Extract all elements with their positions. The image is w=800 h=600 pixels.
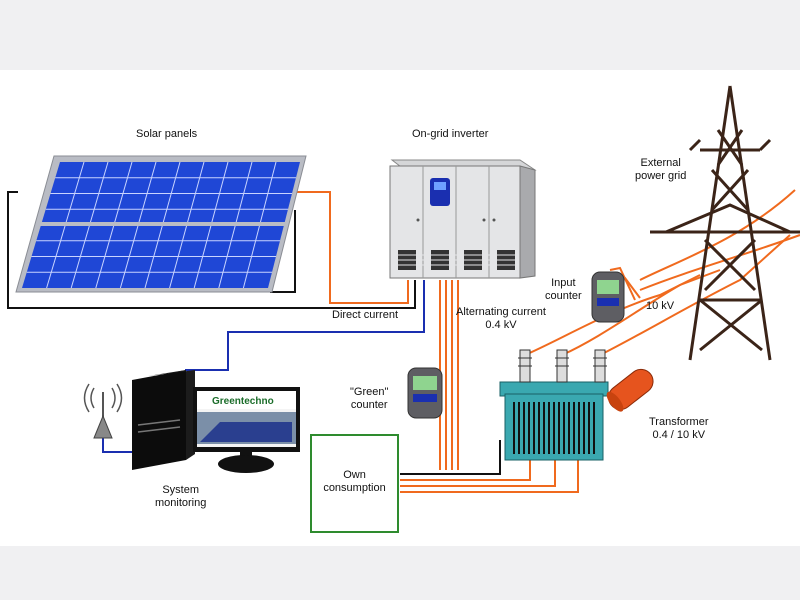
external-grid-line1: External [640, 157, 681, 169]
hv-line-1 [524, 274, 701, 365]
monitoring-data-wire [185, 280, 425, 371]
pc-tower-side [148, 370, 195, 460]
panel-return-wire [270, 210, 296, 293]
transformer [499, 349, 654, 461]
input-counter-line1: Input [551, 277, 576, 289]
antenna-base [93, 414, 113, 439]
bushing-rings [518, 357, 607, 367]
counter-line-1 [609, 266, 636, 301]
tower-bracing [699, 129, 763, 352]
system-monitoring-label: System monitoring [155, 484, 206, 510]
alternating-current-line1: Alternating current [456, 306, 546, 318]
panel-ground-wire [7, 191, 416, 309]
grid-line-b [639, 234, 800, 291]
inverter-handle-3 [492, 218, 496, 222]
vent-slats [398, 254, 515, 266]
pc-tower [132, 370, 195, 470]
input-counter-line2: counter [545, 290, 582, 302]
hv-line-2 [561, 269, 721, 365]
pc-drive-slot-2 [137, 426, 181, 433]
solar-panels [15, 155, 307, 293]
conservator-end [606, 391, 624, 412]
input-counter [591, 271, 625, 323]
pc-drive-slot-1 [137, 419, 181, 426]
direct-current-label: Direct current [332, 309, 399, 321]
inverter-label: On-grid inverter [412, 128, 489, 140]
solar-panels-label: Solar panels [136, 128, 198, 140]
green-counter-line1: "Green" [350, 386, 389, 398]
green-counter-screen [413, 376, 437, 390]
inverter-side [519, 165, 536, 279]
diagram-stage: Greentechno Solar panels On-grid inverte… [0, 70, 800, 546]
transformer-label: Transformer 0.4 / 10 kV [649, 416, 709, 442]
dc-wire-upper [296, 191, 409, 304]
green-counter [407, 367, 443, 419]
system-monitoring-line2: monitoring [155, 497, 207, 509]
consumption-black-wire [400, 440, 501, 475]
own-consumption-label: Own consumption [318, 469, 391, 495]
transformer-conservator [606, 368, 654, 412]
input-counter-body [591, 271, 625, 323]
system-monitoring-line1: System [162, 484, 200, 496]
tower-crossarm-mid [665, 203, 791, 234]
tower-legs [688, 85, 772, 361]
input-counter-base [597, 298, 619, 306]
alternating-current-line2: 0.4 kV [485, 319, 517, 331]
transformer-line1: Transformer [649, 416, 709, 428]
inverter-handle-2 [482, 218, 486, 222]
own-consumption-line2: consumption [323, 482, 386, 494]
monitor-brand: Greentechno [212, 396, 274, 407]
green-counter-line2: counter [350, 399, 388, 411]
power-tower [650, 85, 800, 361]
inverter-handle-1 [416, 218, 420, 222]
alternating-current-label: Alternating current 0.4 kV [456, 306, 546, 332]
monitor-header-bar [197, 391, 296, 409]
solar-system-diagram: Greentechno [7, 85, 800, 533]
black-wires [7, 191, 501, 475]
input-counter-screen [597, 280, 619, 294]
monitor-banner-panels [200, 422, 292, 442]
transformer-line2: 0.4 / 10 kV [652, 429, 706, 441]
pc-monitor: Greentechno [193, 387, 300, 473]
conservator-tank [608, 368, 654, 410]
green-counter-base [413, 394, 437, 402]
inverter-cabinet [389, 159, 537, 279]
own-consumption-box [310, 434, 399, 533]
pc-tower-body [132, 370, 186, 470]
external-grid-label: External power grid [635, 157, 686, 183]
monitoring-antenna [83, 383, 123, 439]
transformer-fins [513, 402, 595, 454]
monitor-stand [218, 455, 274, 473]
voltage-10kv-label: 10 kV [646, 300, 675, 312]
green-counter-body [407, 367, 443, 419]
dc-wires [296, 191, 409, 304]
hv-line-3 [599, 234, 791, 365]
external-grid-line2: power grid [635, 170, 687, 182]
inverter-display-screen [434, 182, 446, 190]
own-consumption-line1: Own [343, 469, 366, 481]
antenna-waves [83, 383, 123, 413]
green-counter-label: "Green" counter [350, 386, 388, 412]
input-counter-label: Input counter [545, 277, 582, 303]
